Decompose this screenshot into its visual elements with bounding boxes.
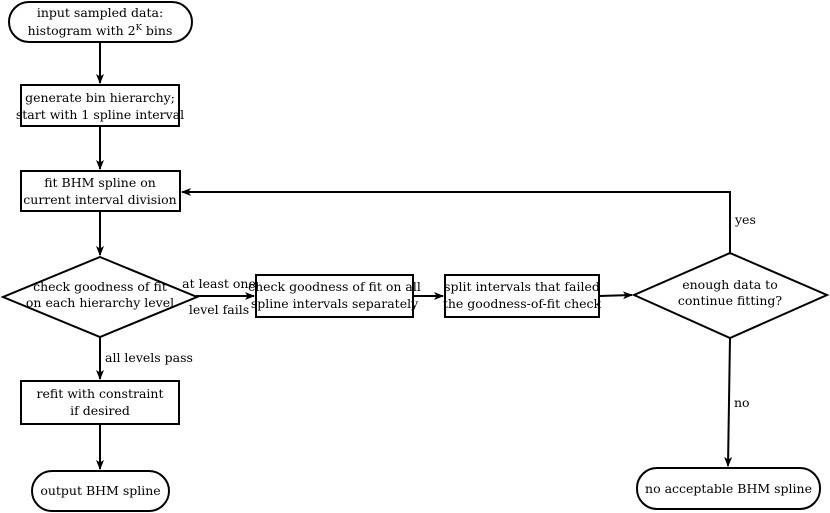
input-line1: input sampled data: [37, 5, 163, 20]
node-check-levels: check goodness of fit on each hierarchy … [0, 255, 200, 339]
split-line1: split intervals that failed [444, 279, 600, 294]
hierarchy-line1: generate bin hierarchy; [25, 90, 175, 105]
enough-data-line2: continue fitting? [678, 293, 783, 308]
fail-label-line2: level fails [189, 302, 249, 317]
connectors [96, 43, 733, 470]
enough-data-line1: enough data to [682, 277, 778, 292]
node-no-acceptable-spline: no acceptable BHM spline [636, 467, 821, 510]
arrow-split-to-enough-data [598, 291, 633, 300]
fail-label-line1: at least one [182, 276, 256, 291]
node-input-data: input sampled data: histogram with 2K bi… [8, 1, 193, 43]
node-generate-hierarchy: generate bin hierarchy; start with 1 spl… [16, 84, 184, 127]
split-line2: the goodness-of-fit check [443, 296, 602, 311]
edge-labels: at least one level fails all levels pass… [105, 212, 756, 410]
arrow-enough-data-yes-loop [181, 188, 731, 253]
refit-line2: if desired [70, 403, 130, 418]
output-label: output BHM spline [40, 483, 160, 498]
check-levels-line1: check goodness of fit [33, 279, 167, 294]
no-label: no [734, 395, 750, 410]
pass-label: all levels pass [105, 350, 193, 365]
no-spline-label: no acceptable BHM spline [645, 481, 812, 496]
hierarchy-line2: start with 1 spline interval [16, 107, 184, 122]
node-split-intervals: split intervals that failed the goodness… [443, 274, 602, 318]
fit-line2: current interval division [23, 192, 176, 207]
refit-line1: refit with constraint [37, 386, 164, 401]
check-intervals-line2: spline intervals separately [251, 296, 419, 311]
node-enough-data: enough data to continue fitting? [631, 251, 830, 340]
fit-line1: fit BHM spline on [44, 175, 156, 190]
node-fit-spline: fit BHM spline on current interval divis… [20, 170, 181, 212]
check-levels-line2: on each hierarchy level [26, 295, 174, 310]
node-output-spline: output BHM spline [31, 470, 170, 512]
yes-label: yes [734, 212, 756, 227]
node-check-intervals: check goodness of fit on all spline inte… [248, 274, 421, 318]
input-line2: histogram with 2K bins [28, 23, 173, 38]
arrow-enough-data-to-no-spline [724, 337, 733, 467]
node-refit: refit with constraint if desired [20, 380, 180, 425]
check-intervals-line1: check goodness of fit on all [248, 279, 421, 294]
